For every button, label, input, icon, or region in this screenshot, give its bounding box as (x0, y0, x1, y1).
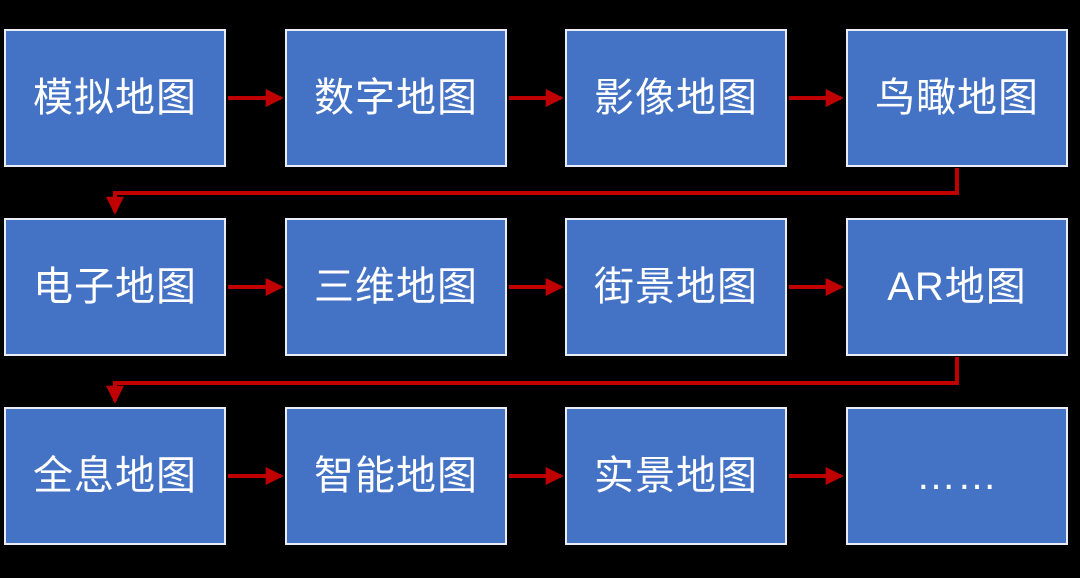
node-analog-map: 模拟地图 (4, 29, 226, 167)
node-ellipsis: …… (846, 407, 1068, 545)
node-streetview-map: 街景地图 (565, 218, 787, 356)
node-image-map: 影像地图 (565, 29, 787, 167)
node-realscene-map: 实景地图 (565, 407, 787, 545)
node-birdseye-map: 鸟瞰地图 (846, 29, 1068, 167)
connector-ar-to-holographic (106, 357, 959, 404)
connector-birdseye-to-electronic (106, 168, 959, 215)
node-3d-map: 三维地图 (285, 218, 507, 356)
node-smart-map: 智能地图 (285, 407, 507, 545)
node-electronic-map: 电子地图 (4, 218, 226, 356)
node-holographic-map: 全息地图 (4, 407, 226, 545)
node-ar-map: AR地图 (846, 218, 1068, 356)
node-digital-map: 数字地图 (285, 29, 507, 167)
